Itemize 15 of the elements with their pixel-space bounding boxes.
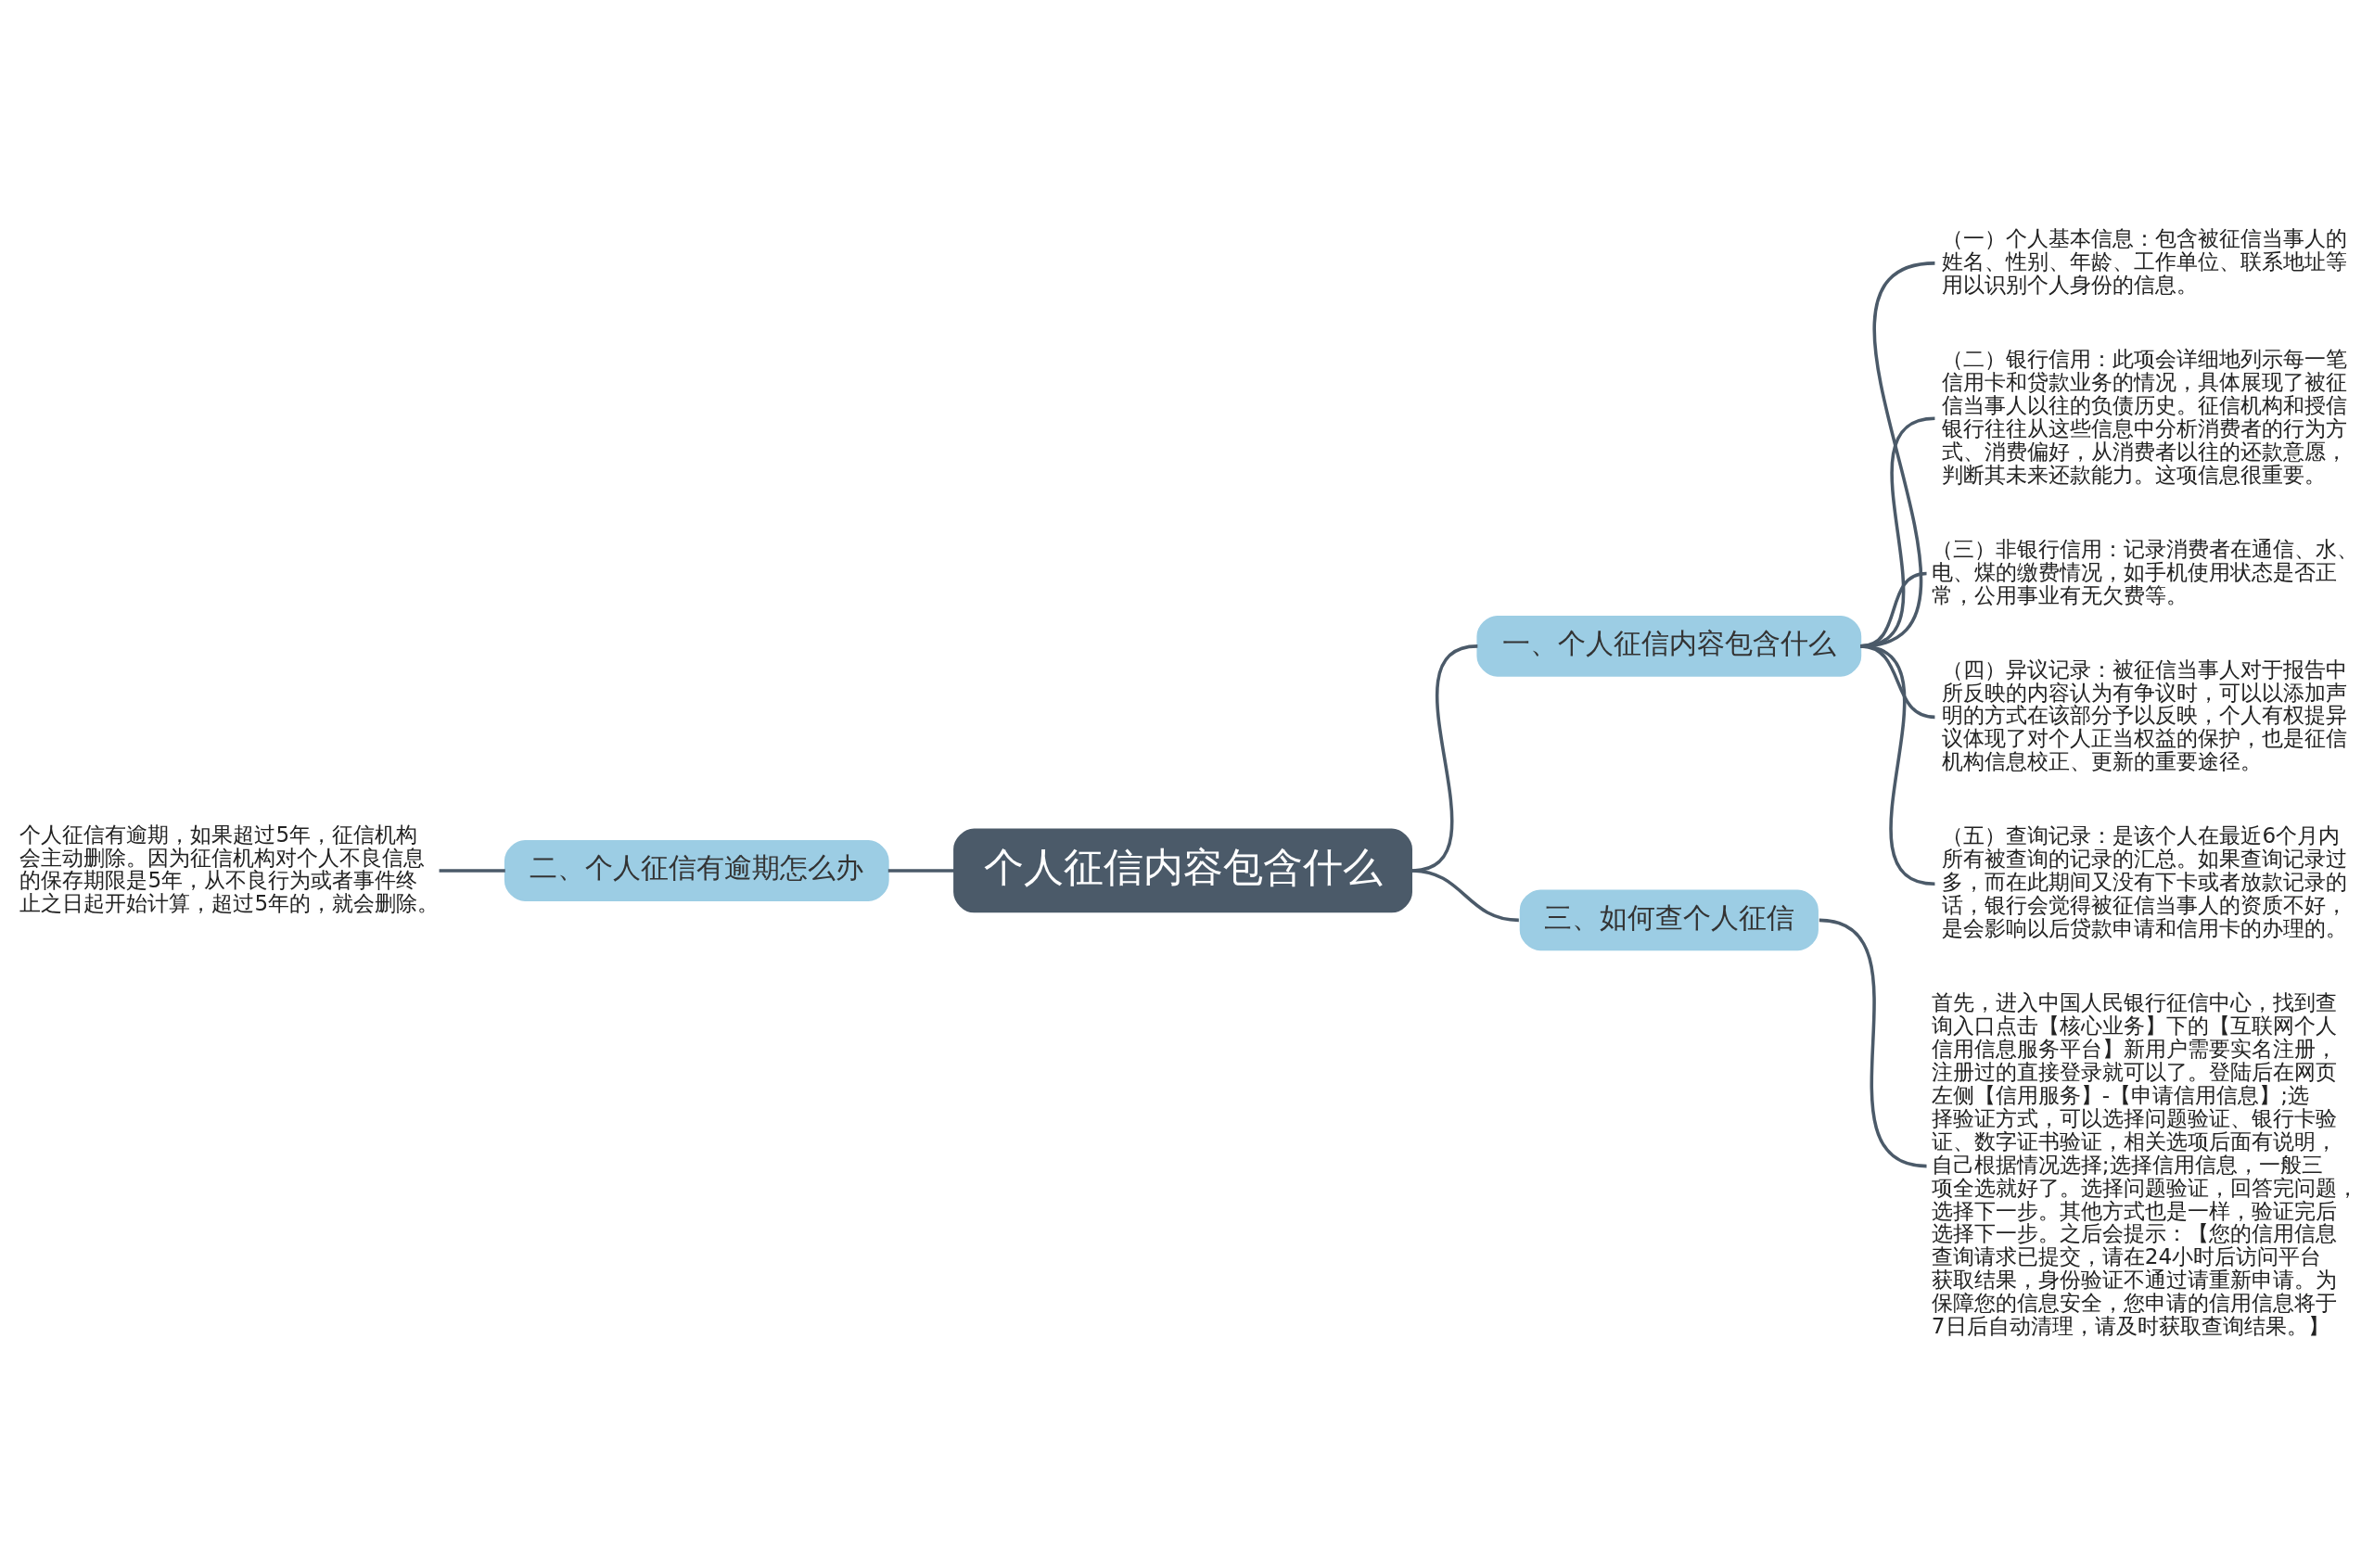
node-text: （五）查询记录：是该个人在最近6个月内所有被查询的记录的汇总。如果查询记录过多，而在此期间又没有下卡或者放款记录的话，银行会觉得被征信当事人的资质不好，是会影响以后贷款申请和信用卡的办理的。 (1942, 823, 2348, 941)
node-text: （四）异议记录：被征信当事人对于报告中所反映的内容认为有争议时，可以以添加声明的方式在该部分予以反映，个人有权提异议体现了对个人正当权益的保护，也是征信机构信息校正、更新的重要途径。 (1942, 657, 2348, 774)
node-box: 二、个人征信有逾期怎么办 (504, 840, 889, 901)
node-text: （一）个人基本信息：包含被征信当事人的姓名、性别、年龄、工作单位、联系地址等用以识别个人身份的信息。 (1942, 225, 2348, 297)
node-box: 个人征信内容包含什么 (953, 828, 1412, 913)
node-text: （二）银行信用：此项会详细地列示每一笔信用卡和贷款业务的情况，具体展现了被征信当事人以往的负债历史。征信机构和授信银行往往从这些信息中分析消费者的行为方式、消费偏好，从消费者以往的还款意愿，判断其未来还款能力。这项信息很重要。 (1942, 346, 2348, 487)
connector (887, 869, 954, 873)
connector (1819, 918, 1927, 1168)
connector (439, 869, 505, 873)
node-text: 个人征信有逾期，如果超过5年，征信机构会主动删除。因为征信机构对个人不良信息的保存期限是5年，从不良行为或者事件终止之日起开始计算，超过5年的，就会删除。 (19, 822, 440, 916)
node-box: 三、如何查个人征信 (1519, 889, 1819, 951)
node-box: 一、个人征信内容包含什么 (1476, 615, 1862, 677)
node-text: （三）非银行信用：记录消费者在通信、水、电、煤的缴费情况，如手机使用状态是否正常，公用事业有无欠费等。 (1931, 536, 2358, 607)
connector (1410, 869, 1519, 923)
node-text: 首先，进入中国人民银行征信中心，找到查询入口点击【核心业务】下的【互联网个人信用信息服务平台】新用户需要实名注册，注册过的直接登录就可以了。登陆后在网页左侧【信用服务】-【申请信用信息】;选择验证方式，可以选择问题验证、银行卡验证、数字证书验证，相关选项后面有说明，自己根据情况选择;选择信用信息，一般三项全选就好了。选择问题验证，回答完问题，选择下一步。其他方式也是一样，验证完后选择下一步。之后会提示：【您的信用信息查询请求已提交，请在24小时后访问平台获取结果，身份验证不通过请重新申请。为保障您的信息安全，您申请的信用信息将于7日后自动清理，请及时获取查询结果。】 (1931, 990, 2358, 1339)
